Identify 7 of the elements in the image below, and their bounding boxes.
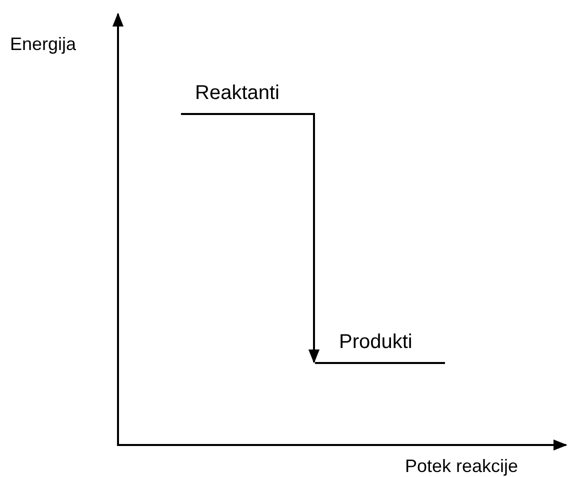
axis-label: Energija <box>10 34 76 55</box>
level-label: Reaktanti <box>195 82 280 105</box>
axis-label: Potek reakcije <box>405 456 518 477</box>
energy-level-line <box>181 82 315 115</box>
arrow <box>308 115 320 364</box>
energy-level-line <box>315 331 445 364</box>
level-label: Produkti <box>339 331 412 354</box>
